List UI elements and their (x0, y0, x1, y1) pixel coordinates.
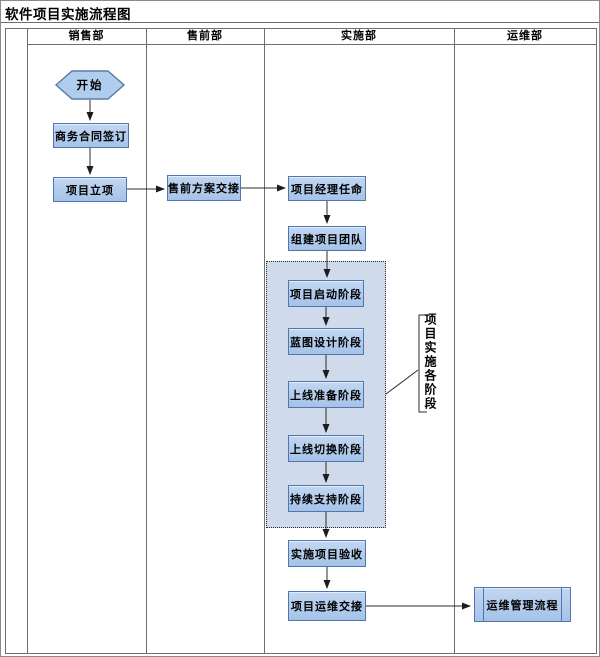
frame-left-line (5, 28, 6, 653)
title-separator (1, 22, 599, 23)
bracket-leader-line (385, 369, 419, 395)
lane-divider-index (27, 28, 28, 653)
node-project-acceptance: 实施项目验收 (288, 540, 366, 567)
node-label: 实施项目验收 (291, 548, 363, 561)
node-label: 上线切换阶段 (290, 443, 362, 456)
node-label: 项目启动阶段 (290, 288, 362, 301)
predefined-process-bar-left (483, 588, 484, 621)
node-phase-golive-switch: 上线切换阶段 (288, 435, 364, 462)
lane-divider-impl-ops (454, 28, 455, 653)
node-phase-kickoff: 项目启动阶段 (288, 280, 364, 307)
node-label: 项目经理任命 (291, 183, 363, 196)
frame-right-line (596, 28, 597, 653)
node-phase-blueprint: 蓝图设计阶段 (288, 328, 364, 355)
node-presales-handover: 售前方案交接 (167, 175, 241, 201)
lane-header-presales: 售前部 (187, 30, 223, 42)
table-top-line (5, 28, 597, 29)
node-label: 售前方案交接 (168, 183, 240, 195)
node-pm-appointment: 项目经理任命 (288, 176, 366, 201)
node-start: 开始 (76, 80, 104, 92)
node-label: 项目运维交接 (291, 601, 363, 613)
node-label: 蓝图设计阶段 (290, 336, 362, 349)
table-bottom-line (5, 653, 597, 654)
node-team-formation: 组建项目团队 (288, 226, 366, 251)
node-project-initiation: 项目立项 (53, 177, 127, 202)
lane-divider-sales-presales (146, 28, 147, 653)
bracket-annotation-label: 项目实施各阶段 (423, 313, 437, 411)
node-om-handover: 项目运维交接 (288, 591, 366, 621)
node-label: 持续支持阶段 (290, 493, 362, 506)
node-om-process: 运维管理流程 (474, 587, 571, 622)
node-label: 组建项目团队 (291, 233, 363, 246)
predefined-process-bar-right (561, 588, 562, 621)
node-phase-support: 持续支持阶段 (288, 485, 364, 512)
node-phase-golive-prep: 上线准备阶段 (288, 381, 364, 408)
lane-header-implementation: 实施部 (341, 30, 377, 42)
header-underline (27, 44, 597, 45)
page-title: 软件项目实施流程图 (5, 7, 131, 22)
lane-header-operations: 运维部 (507, 30, 543, 42)
lane-header-sales: 销售部 (68, 30, 105, 42)
start-hexagon-shape (54, 70, 126, 100)
node-contract-signing: 商务合同签订 (53, 123, 129, 148)
node-label: 项目立项 (66, 184, 114, 197)
node-label: 运维管理流程 (486, 599, 559, 612)
bracket-shape (418, 314, 427, 413)
lane-divider-presales-impl (264, 28, 265, 653)
node-label: 商务合同签订 (55, 130, 127, 143)
node-label: 上线准备阶段 (290, 389, 362, 402)
